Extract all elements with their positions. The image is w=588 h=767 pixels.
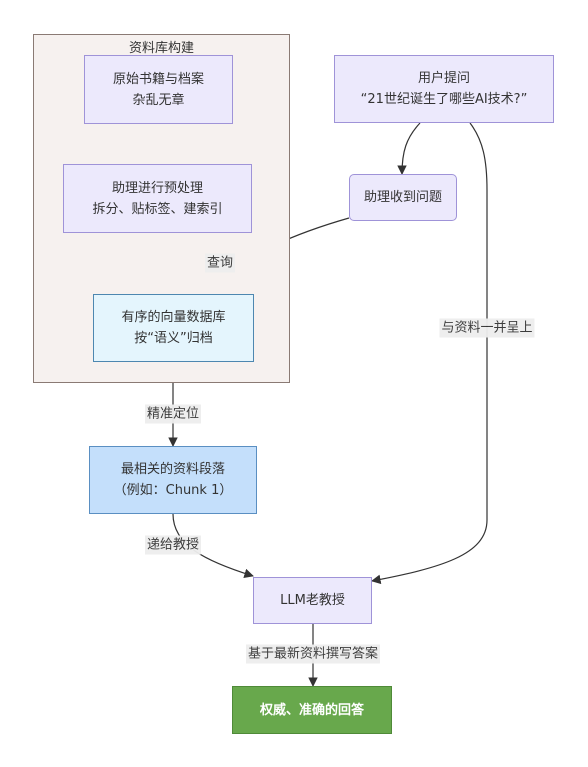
- node-llm-professor: LLM老教授: [253, 577, 372, 624]
- edge-user-to-assistant: [397, 122, 421, 175]
- edge-label-present-with-material: 与资料一并呈上: [439, 318, 535, 338]
- node-answer: 权威、准确的回答: [232, 686, 392, 734]
- edge-label-query: 查询: [204, 253, 236, 273]
- node-raw-books-line-2: 杂乱无章: [132, 92, 185, 108]
- node-raw-books-line-1: 原始书籍与档案: [112, 71, 204, 87]
- cluster-title: 资料库构建: [128, 41, 194, 56]
- node-preprocess: 助理进行预处理 拆分、贴标签、建索引: [63, 164, 252, 233]
- node-raw-books: 原始书籍与档案 杂乱无章: [84, 55, 233, 124]
- node-top-chunk: 最相关的资料段落 （例如：Chunk 1）: [89, 446, 257, 514]
- node-preprocess-line-1: 助理进行预处理: [111, 180, 203, 196]
- edge-label-pass-to-professor: 递给教授: [144, 535, 202, 555]
- node-user-question-line-1: 用户提问: [417, 71, 470, 86]
- node-vector-db-line-2: 按“语义”归档: [134, 331, 213, 346]
- edge-user-to-llm: [371, 122, 488, 585]
- node-user-question-line-2: “21世纪诞生了哪些AI技术?”: [360, 92, 528, 107]
- node-vector-db-line-1: 有序的向量数据库: [121, 310, 226, 325]
- node-user-question: 用户提问 “21世纪诞生了哪些AI技术?”: [334, 55, 554, 123]
- edge-label-locate: 精准定位: [144, 404, 202, 424]
- node-assistant-receives: 助理收到问题: [349, 174, 457, 221]
- node-top-chunk-line-1: 最相关的资料段落: [120, 462, 225, 477]
- node-preprocess-line-2: 拆分、贴标签、建索引: [92, 201, 223, 217]
- node-top-chunk-line-2: （例如：Chunk 1）: [113, 483, 233, 498]
- node-llm-professor-line-1: LLM老教授: [280, 593, 345, 608]
- edge-label-write-answer: 基于最新资料撰写答案: [245, 644, 381, 664]
- node-vector-db: 有序的向量数据库 按“语义”归档: [93, 294, 254, 362]
- node-assistant-receives-line-1: 助理收到问题: [363, 190, 442, 205]
- node-answer-line-1: 权威、准确的回答: [259, 702, 364, 718]
